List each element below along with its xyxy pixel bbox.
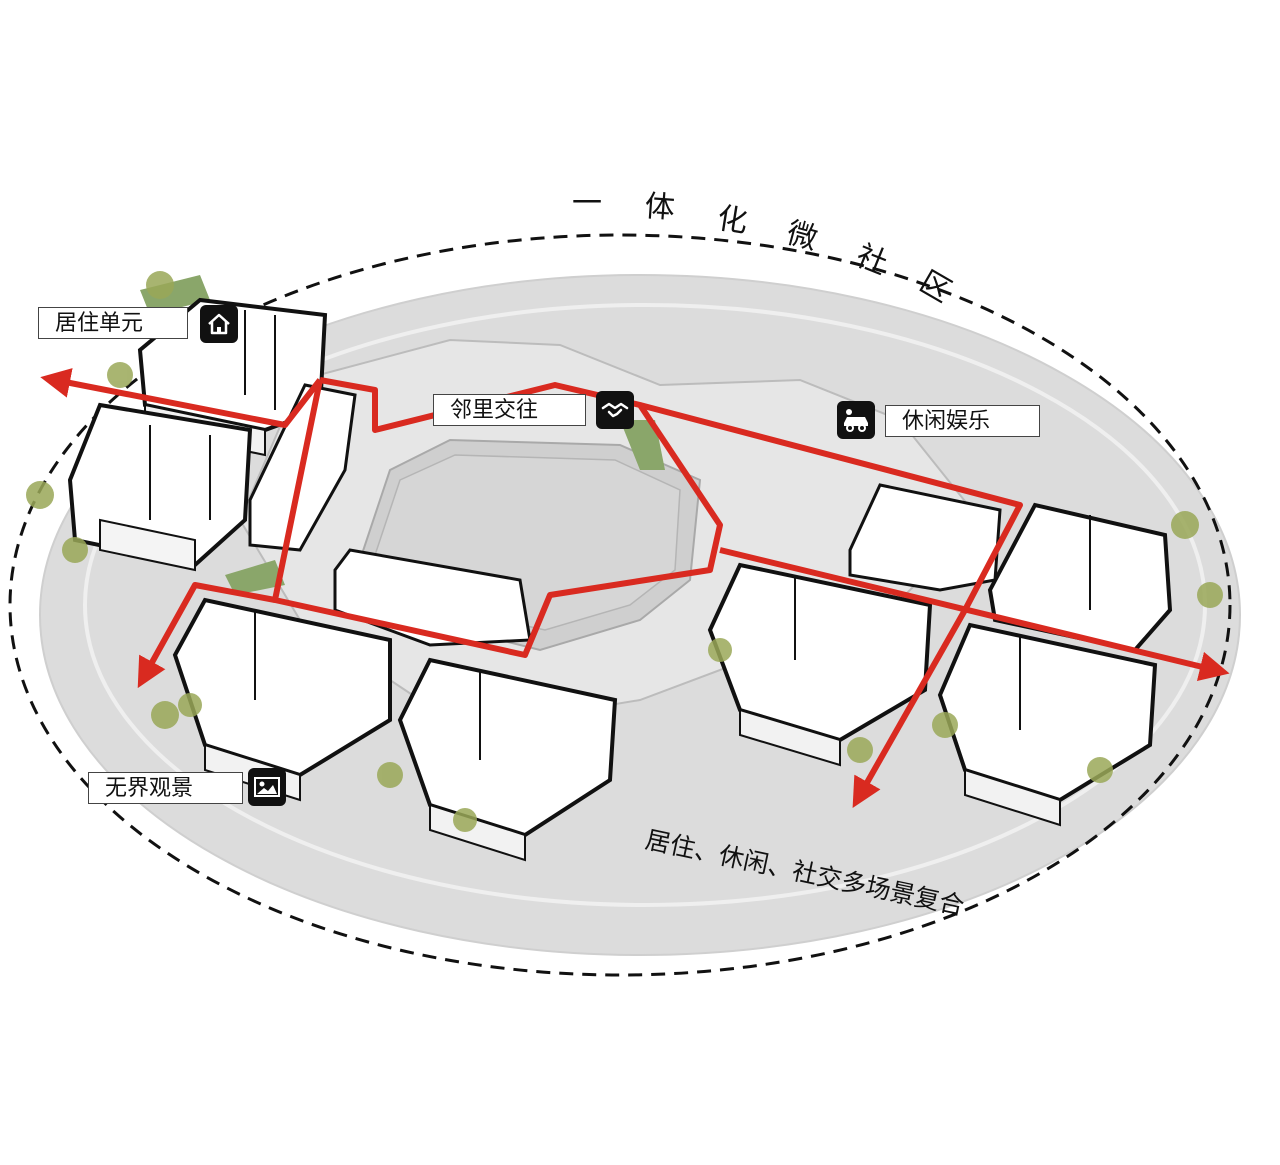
- home-icon: [200, 305, 238, 343]
- route-south-arrow: [852, 608, 968, 809]
- route-to-east-arrow: [719, 547, 1230, 682]
- circulation-routes: [40, 368, 1230, 809]
- trees: [26, 271, 1223, 832]
- route-inner-ring: [272, 377, 723, 658]
- green-patch: [620, 420, 665, 470]
- landscape-picture-icon: [248, 768, 286, 806]
- handshake-icon: [596, 391, 634, 429]
- residential-unit-right-2: [987, 502, 1173, 653]
- title-char-2: 体: [643, 188, 676, 226]
- green-patch: [140, 275, 210, 315]
- label-residential-unit: 居住单元: [38, 307, 188, 339]
- route-ring-to-east: [639, 402, 1023, 612]
- leisure-cart-icon: [837, 401, 875, 439]
- title-char-1: 一: [572, 186, 602, 221]
- residential-unit-right-3: [937, 622, 1158, 827]
- label-neighbor-interaction: 邻里交往: [433, 394, 586, 426]
- green-patch: [225, 560, 285, 595]
- route-southwest-arrow: [137, 582, 276, 689]
- label-leisure: 休闲娱乐: [885, 405, 1040, 437]
- community-boundary-dashed: [8, 233, 1232, 977]
- residential-unit-left: [67, 402, 253, 572]
- route-west-arrow: [40, 368, 323, 428]
- residential-unit-right-1: [707, 562, 933, 767]
- label-open-view: 无界观景: [88, 772, 243, 804]
